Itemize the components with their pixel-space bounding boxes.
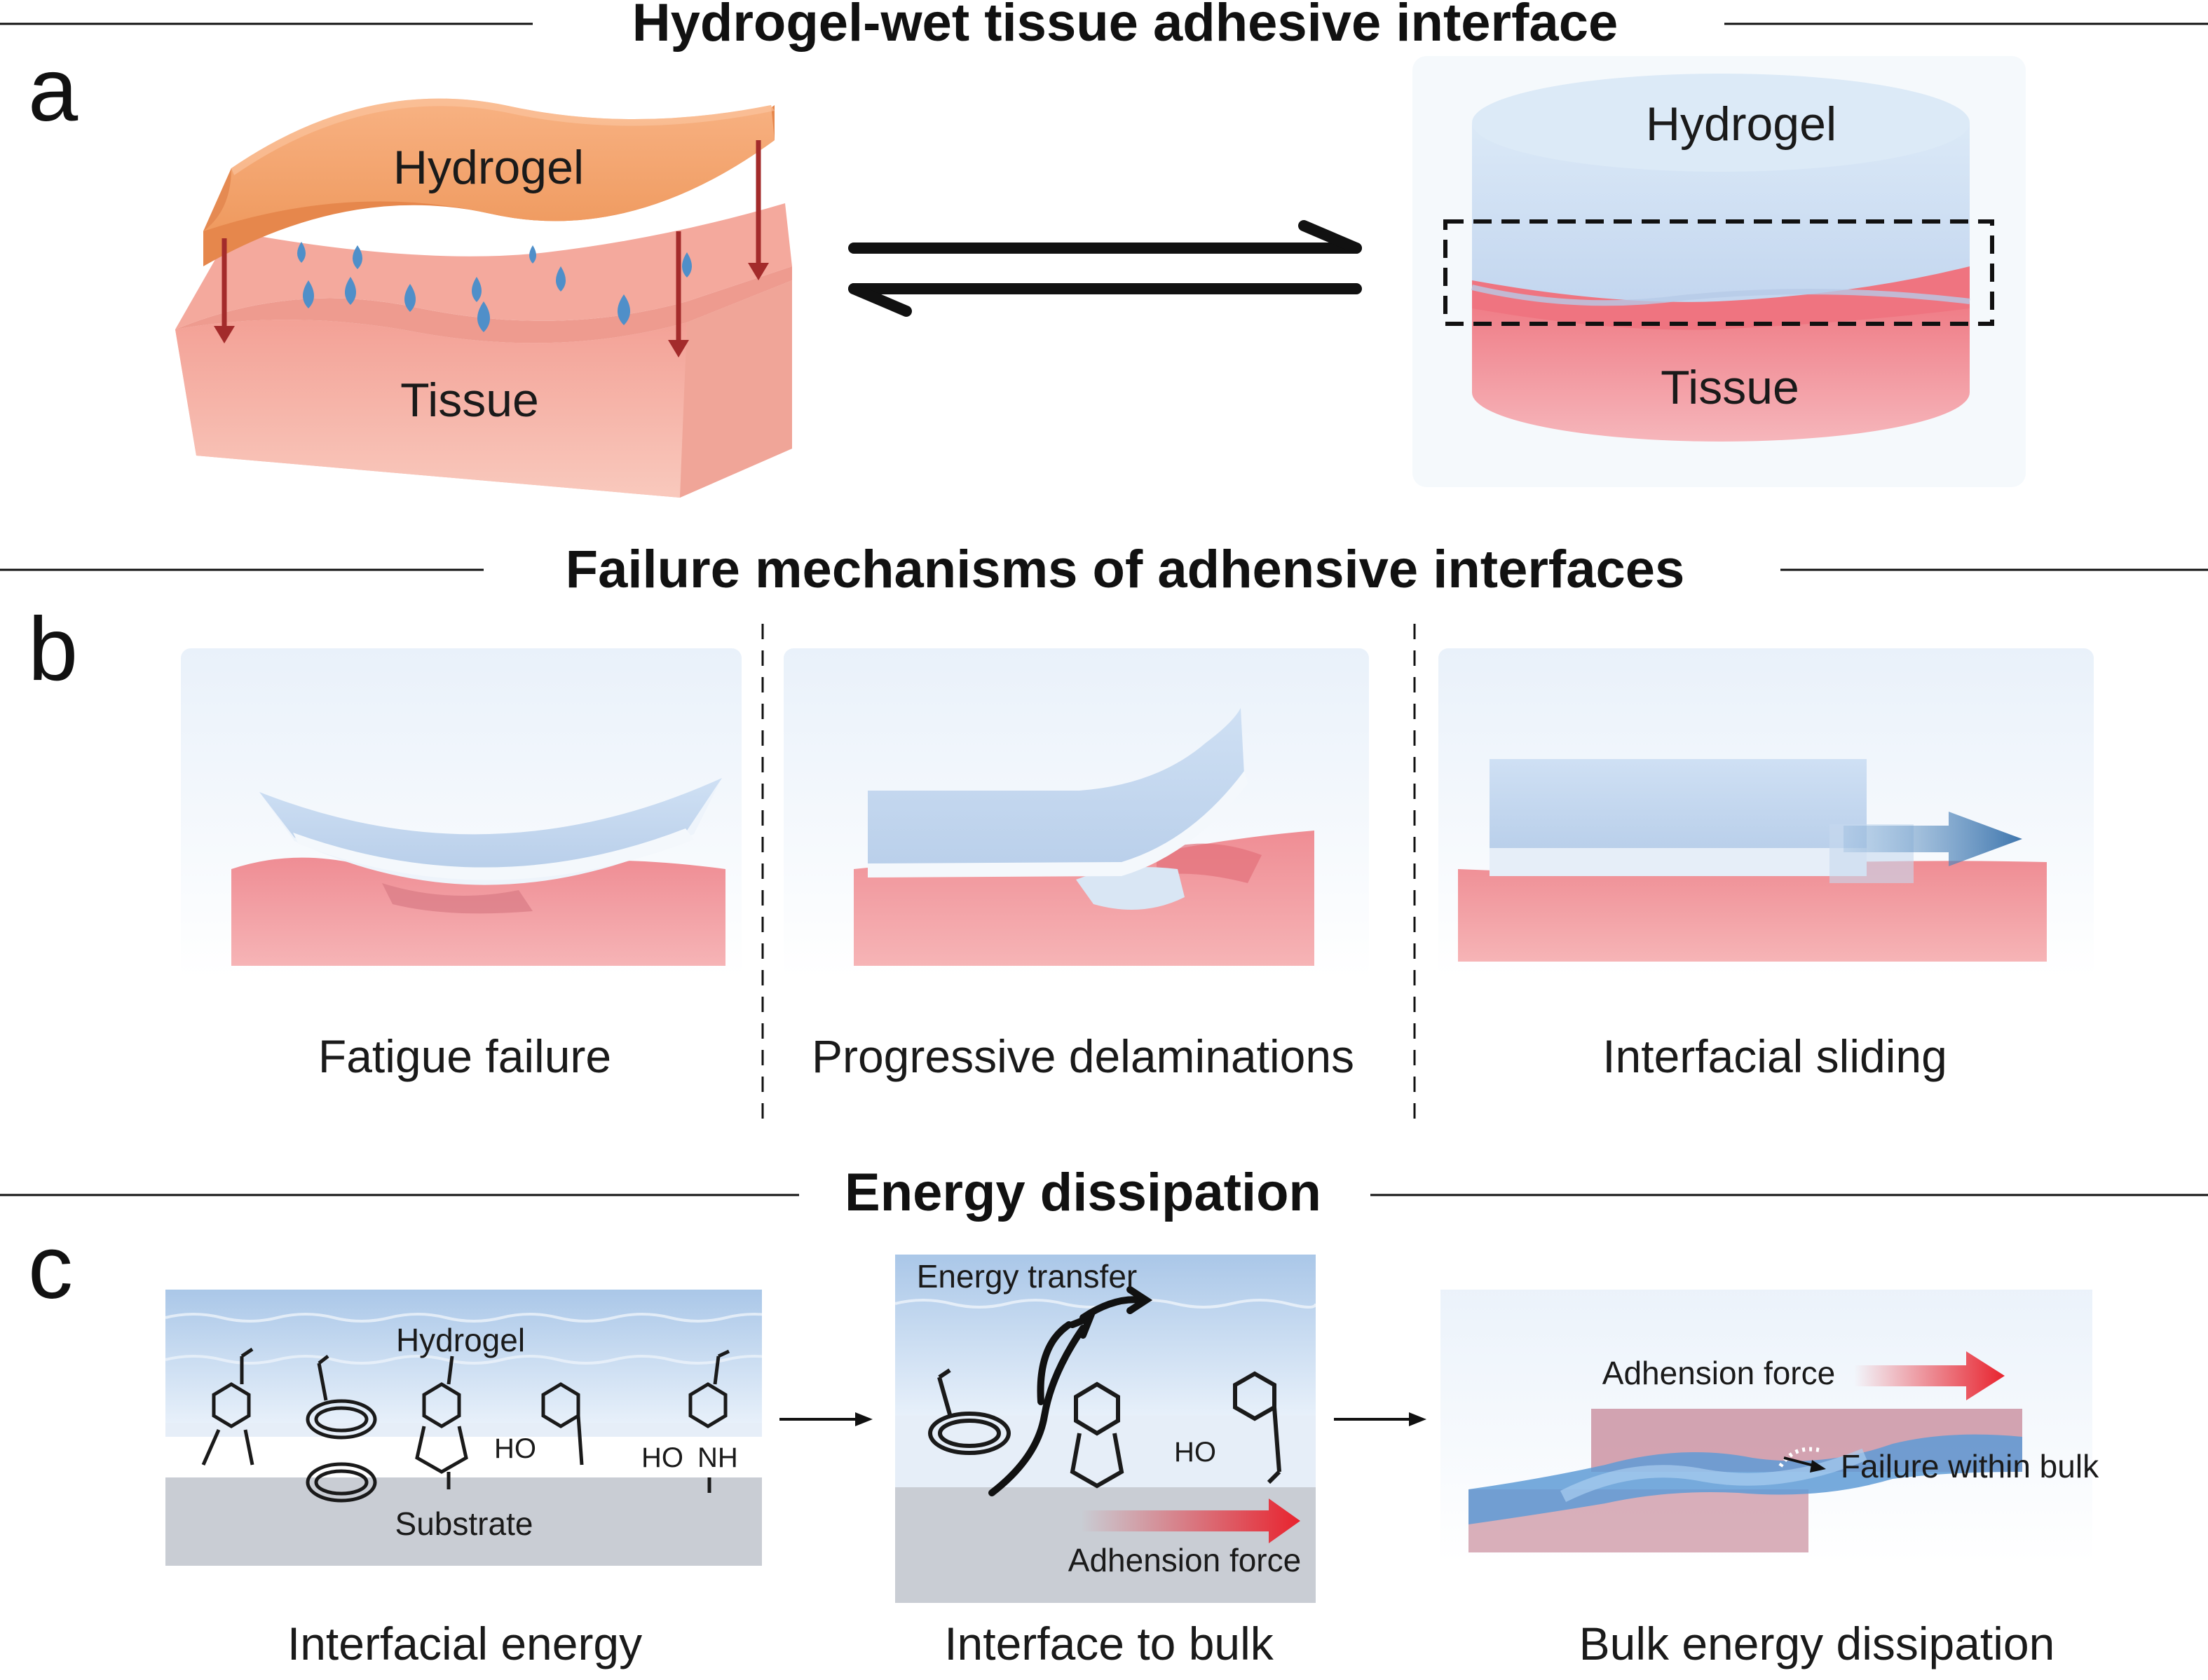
failure-pointer-arrow (1783, 1456, 1826, 1473)
flow-arrow-1 (779, 1412, 873, 1426)
tissue-label-right: Tissue (1661, 361, 1799, 414)
energy-transfer-arrows (988, 1286, 1153, 1496)
hydrogel-label-right: Hydrogel (1646, 97, 1836, 151)
adhesion-arrow-box2 (1081, 1498, 1300, 1543)
hydrogel-label-left: Hydrogel (393, 141, 584, 194)
panel-b-title: Failure mechanisms of adhensive interfac… (566, 540, 1685, 599)
substrate-label-c: Substrate (395, 1505, 533, 1542)
caption-interfacial-energy: Interfacial energy (287, 1618, 642, 1669)
caption-interfacial-sliding: Interfacial sliding (1602, 1030, 1947, 1082)
equilibrium-arrows-icon (848, 220, 1362, 317)
caption-interface-to-bulk: Interface to bulk (944, 1618, 1274, 1669)
caption-fatigue-failure: Fatigue failure (318, 1030, 611, 1082)
catechol-molecules (201, 1347, 730, 1503)
interface-to-bulk-illustration (894, 1255, 1317, 1603)
panel-a-letter: a (28, 40, 79, 140)
chem-ho-1: HO (494, 1433, 536, 1464)
tissue-label-left: Tissue (400, 374, 539, 427)
water-droplets (297, 242, 692, 332)
chem-ho-box2: HO (1174, 1437, 1216, 1468)
compression-force-arrows (214, 140, 769, 357)
bulk-molecules (928, 1368, 1281, 1489)
panel-b-letter: b (28, 599, 78, 699)
chem-ho-2: HO (641, 1442, 683, 1473)
energy-transfer-label: Energy transfer (917, 1258, 1137, 1295)
interfacial-sliding-illustration (1438, 648, 2094, 978)
cylinder-illustration (1412, 56, 2026, 487)
fatigue-failure-illustration (181, 648, 742, 978)
panel-a: Hydrogel-wet tissue adhesive interface a (0, 0, 2208, 498)
progressive-delaminations-illustration (784, 648, 1369, 978)
adhesion-arrow-box3 (1854, 1351, 2005, 1400)
hydrogel-sheet-orange (203, 98, 775, 266)
panel-c-title: Energy dissipation (845, 1163, 1321, 1222)
panel-b: Failure mechanisms of adhensive interfac… (0, 540, 2208, 1128)
interfacial-energy-illustration (165, 1290, 783, 1566)
bulk-energy-dissipation-illustration (1440, 1290, 2092, 1563)
caption-bulk-energy-dissipation: Bulk energy dissipation (1579, 1618, 2055, 1669)
panel-a-title: Hydrogel-wet tissue adhesive interface (632, 0, 1618, 53)
caption-progressive-delaminations: Progressive delaminations (812, 1030, 1354, 1082)
panel-c: Energy dissipation c HO (0, 1163, 2208, 1669)
flow-arrow-2 (1334, 1412, 1426, 1426)
failure-within-bulk-label: Failure within bulk (1841, 1448, 2099, 1484)
adhesion-force-label-box2: Adhension force (1068, 1542, 1301, 1578)
tissue-block-illustration (175, 203, 792, 498)
panel-c-letter: c (28, 1217, 73, 1318)
chem-nh: NH (697, 1442, 738, 1473)
adhesion-force-label-box3: Adhension force (1602, 1355, 1835, 1391)
interface-highlight-box (1443, 219, 1994, 326)
hydrogel-label-c: Hydrogel (396, 1322, 525, 1358)
